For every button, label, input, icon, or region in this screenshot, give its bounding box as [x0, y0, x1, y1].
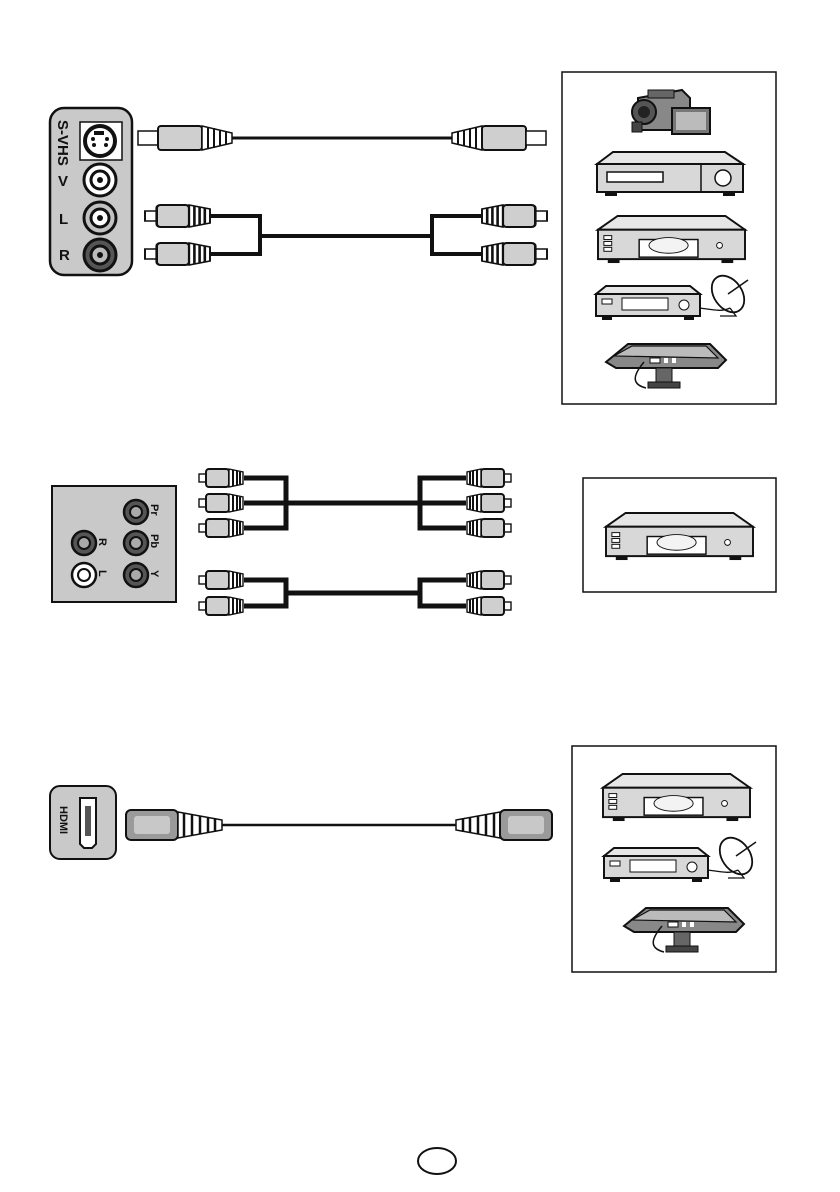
component-panel: Pr Pb Y R L — [52, 486, 176, 602]
y-jack — [124, 563, 148, 587]
component-video-cable — [199, 469, 511, 537]
hdmi-panel: HDMI — [50, 786, 116, 859]
svhs-socket — [85, 126, 115, 156]
pb-jack — [124, 531, 148, 555]
right-label: R — [59, 247, 70, 264]
component-audio-right-jack — [72, 531, 96, 555]
audio-right-jack — [84, 239, 116, 271]
pb-label: Pb — [148, 534, 160, 548]
y-label: Y — [148, 570, 160, 578]
dvd-player-icon — [603, 774, 750, 821]
video-label: V — [58, 173, 68, 190]
device-box-1 — [562, 72, 776, 404]
svhs-cable — [138, 126, 546, 150]
pr-jack — [124, 500, 148, 524]
dvd-player-icon — [606, 513, 753, 560]
dvd-player-icon — [598, 216, 745, 263]
audio-left-jack — [84, 202, 116, 234]
hdmi-cable — [126, 810, 552, 840]
svhs-label: S-VHS — [54, 120, 71, 166]
hdmi-label: HDMI — [57, 806, 69, 834]
hdmi-port — [80, 798, 96, 848]
vcr-icon — [597, 152, 743, 196]
audio-rca-cable — [145, 205, 547, 265]
left-label: L — [59, 211, 68, 228]
component-r-label: R — [96, 538, 108, 546]
device-box-3 — [572, 746, 776, 972]
pr-label: Pr — [148, 504, 160, 516]
component-audio-cable — [199, 571, 511, 615]
page-marker — [418, 1148, 456, 1174]
component-audio-left-jack — [72, 563, 96, 587]
device-box-2 — [583, 478, 776, 592]
video-jack — [84, 164, 116, 196]
component-l-label: L — [96, 570, 108, 577]
composite-svhs-panel: S-VHS V L R — [50, 108, 132, 275]
